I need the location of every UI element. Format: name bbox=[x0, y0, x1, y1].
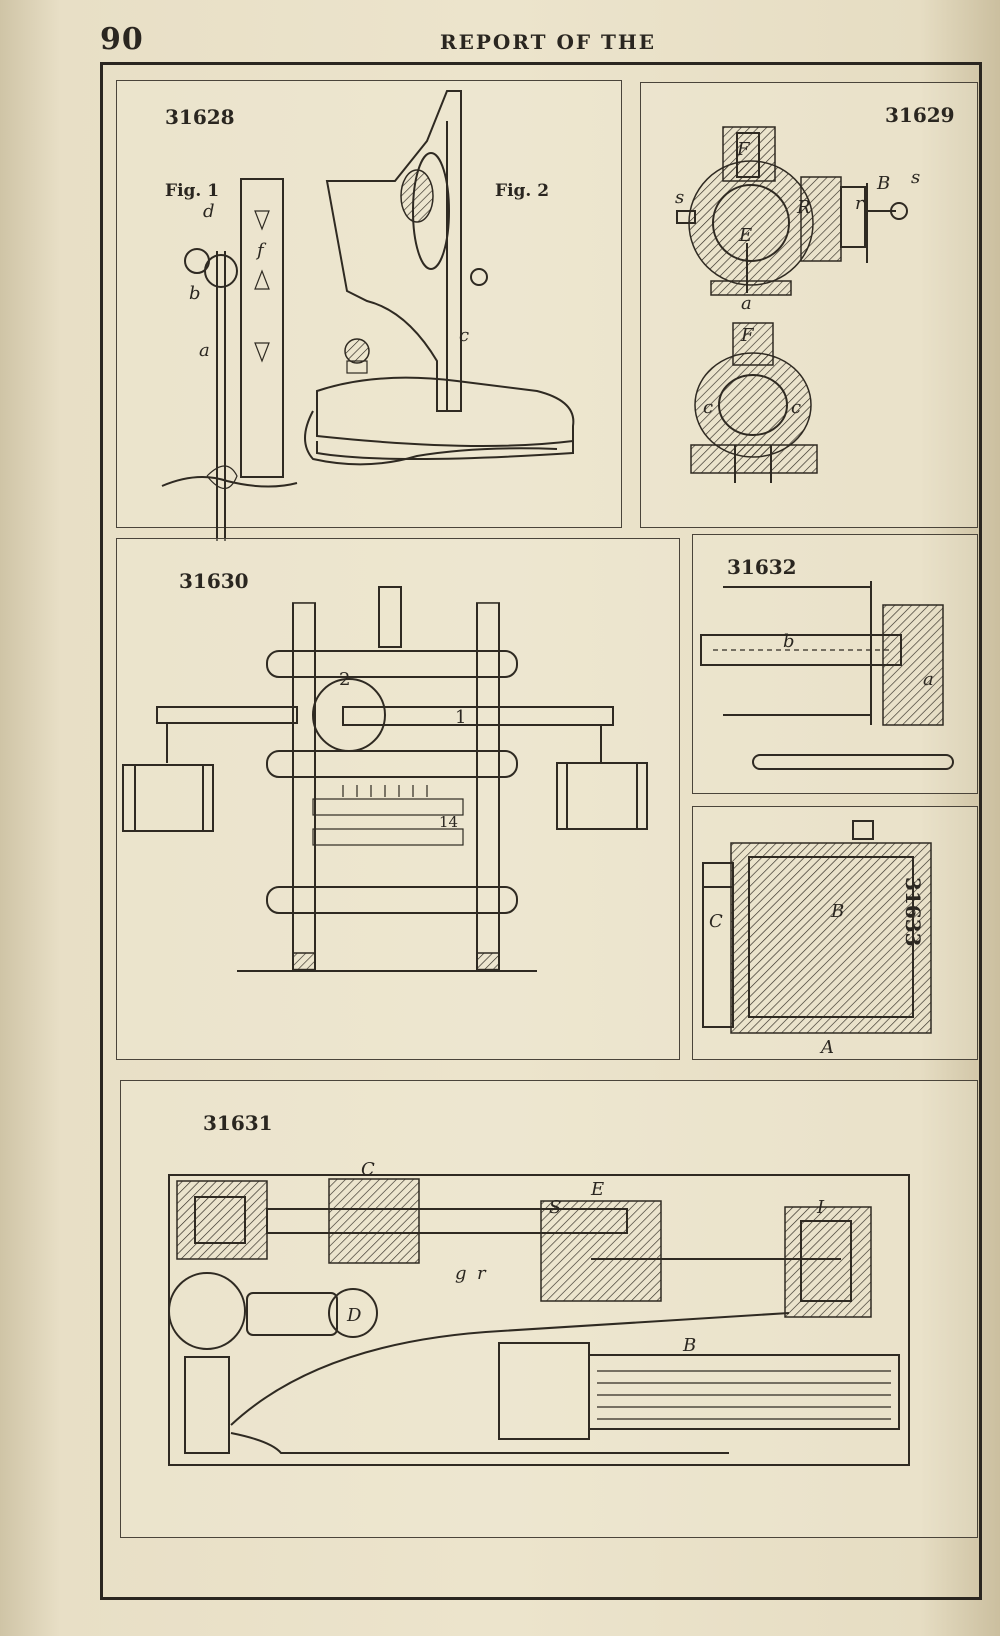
letter-r: r bbox=[855, 193, 865, 214]
patent-number: 31628 bbox=[165, 105, 235, 129]
label-1: 1 bbox=[455, 707, 466, 728]
running-head: REPORT OF THE bbox=[440, 30, 657, 54]
engine-drawing: C E S D B I g r bbox=[168, 1159, 910, 1466]
box-drawing: B C A bbox=[702, 820, 932, 1058]
patent-number: 31629 bbox=[885, 103, 955, 127]
fig-1-label: Fig. 1 bbox=[165, 181, 220, 201]
letter-E: E bbox=[738, 225, 752, 246]
letter-R: R bbox=[796, 197, 811, 218]
label-2: 2 bbox=[339, 669, 350, 690]
patent-number: 31630 bbox=[179, 569, 249, 593]
letter-c: c bbox=[459, 325, 469, 346]
letter-F-bottom: F bbox=[740, 325, 755, 346]
letter-C: C bbox=[709, 911, 723, 932]
panel-31629: 31629 F s B s R r E a bbox=[640, 82, 978, 528]
patent-number: 31632 bbox=[727, 555, 797, 579]
letter-b: b bbox=[189, 283, 201, 304]
panel-31628: 31628 Fig. 1 Fig. 2 d f b a bbox=[116, 80, 622, 541]
panel-31631: 31631 C E S D B I g r bbox=[120, 1080, 978, 1538]
letter-b: b bbox=[783, 631, 795, 652]
letter-a: a bbox=[923, 669, 934, 690]
letter-A: A bbox=[819, 1037, 834, 1058]
letter-f: f bbox=[255, 240, 267, 261]
letter-a: a bbox=[741, 293, 752, 314]
label-14: 14 bbox=[439, 813, 458, 831]
frame-machine-drawing: 2 1 14 bbox=[122, 586, 648, 972]
letter-E: E bbox=[590, 1179, 604, 1200]
letter-B: B bbox=[876, 173, 890, 194]
letter-B: B bbox=[830, 901, 844, 922]
sewing-machine-drawing: d f b a c bbox=[161, 90, 575, 541]
panel-31630: 31630 2 1 14 bbox=[116, 538, 680, 1060]
letter-C: C bbox=[361, 1159, 375, 1180]
letter-F-top: F bbox=[736, 139, 751, 160]
letter-a: a bbox=[199, 340, 210, 361]
patent-number: 31631 bbox=[203, 1111, 273, 1135]
letter-s-left: s bbox=[675, 187, 684, 208]
letter-g: g bbox=[455, 1263, 467, 1284]
letter-B: B bbox=[682, 1335, 696, 1356]
page-number: 90 bbox=[100, 22, 144, 57]
shaft-drawing: b a bbox=[700, 581, 954, 770]
letter-r: r bbox=[477, 1263, 487, 1284]
fig-2-label: Fig. 2 bbox=[495, 181, 550, 201]
letter-S: S bbox=[549, 1197, 561, 1218]
panel-31632: 31632 b a bbox=[692, 534, 978, 794]
valve-drawing: F s B s R r E a F c c bbox=[675, 126, 920, 483]
letter-c-right: c bbox=[791, 397, 801, 418]
panel-31633: 31633 B C A bbox=[692, 806, 978, 1060]
plate-frame bbox=[100, 62, 982, 1600]
letter-D: D bbox=[346, 1305, 362, 1326]
letter-s-right: s bbox=[911, 167, 920, 188]
letter-c-left: c bbox=[703, 397, 713, 418]
letter-I: I bbox=[816, 1197, 825, 1218]
letter-d: d bbox=[203, 201, 215, 222]
